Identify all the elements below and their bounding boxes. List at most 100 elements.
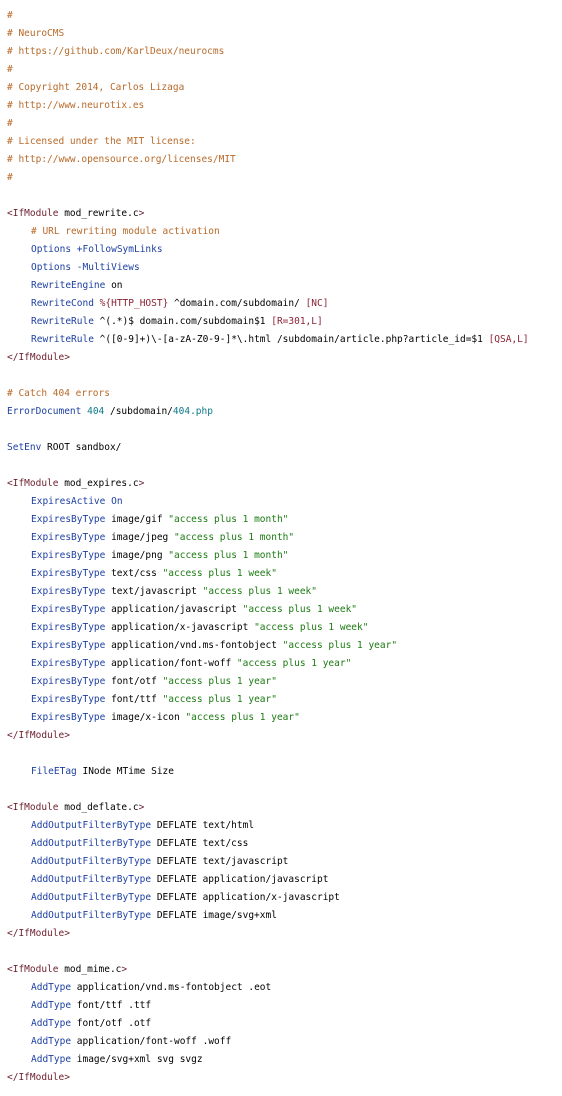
string-literal: "access plus 1 year"	[162, 676, 277, 687]
variable-token: [QSA,L]	[488, 334, 529, 345]
string-literal: "access plus 1 month"	[174, 532, 295, 543]
code-line: AddOutputFilterByType DEFLATE applicatio…	[7, 871, 562, 889]
code-line: <IfModule mod_rewrite.c>	[7, 205, 562, 223]
code-line: ExpiresByType font/otf "access plus 1 ye…	[7, 673, 562, 691]
code-line: </IfModule>	[7, 349, 562, 367]
directive-keyword: FileETag	[31, 766, 77, 777]
code-line: AddType image/svg+xml svg svgz	[7, 1051, 562, 1069]
code-text: application/font-woff	[105, 658, 237, 669]
directive-keyword: ExpiresByType	[31, 676, 106, 687]
code-line: # Copyright 2014, Carlos Lizaga	[7, 79, 562, 97]
code-line: # https://github.com/KarlDeux/neurocms	[7, 43, 562, 61]
code-line: <IfModule mod_mime.c>	[7, 961, 562, 979]
code-text: application/javascript	[105, 604, 243, 615]
code-text: DEFLATE text/javascript	[151, 856, 289, 867]
code-line	[7, 421, 562, 439]
code-line: ExpiresByType image/jpeg "access plus 1 …	[7, 529, 562, 547]
module-tag: >	[121, 964, 128, 975]
string-literal: "access plus 1 week"	[162, 568, 277, 579]
code-line: #	[7, 61, 562, 79]
code-line: RewriteCond %{HTTP_HOST} ^domain.com/sub…	[7, 295, 562, 313]
module-tag: >	[138, 208, 145, 219]
directive-keyword: ExpiresActive	[31, 496, 106, 507]
code-text: INode MTime Size	[76, 766, 174, 777]
code-text: text/javascript	[105, 586, 203, 597]
directive-keyword: AddOutputFilterByType	[31, 910, 152, 921]
string-literal: "access plus 1 month"	[168, 550, 289, 561]
code-line: </IfModule>	[7, 1069, 562, 1087]
code-line: ExpiresByType image/png "access plus 1 m…	[7, 547, 562, 565]
directive-keyword: ExpiresByType	[31, 658, 106, 669]
string-literal: "access plus 1 year"	[282, 640, 398, 651]
code-comment: # Copyright 2014, Carlos Lizaga	[7, 82, 185, 93]
string-literal: "access plus 1 week"	[202, 586, 317, 597]
directive-keyword: ExpiresByType	[31, 640, 106, 651]
directive-keyword: On	[111, 496, 123, 507]
code-line: </IfModule>	[7, 727, 562, 745]
code-text: image/jpeg	[105, 532, 174, 543]
directive-keyword: ExpiresByType	[31, 532, 106, 543]
code-comment: # URL rewriting module activation	[31, 226, 220, 237]
directive-keyword: AddOutputFilterByType	[31, 820, 152, 831]
module-tag: >	[138, 802, 145, 813]
code-line: #	[7, 7, 562, 25]
code-line: AddType font/ttf .ttf	[7, 997, 562, 1015]
code-text: image/svg+xml svg svgz	[71, 1054, 203, 1065]
numeric-literal: 404	[87, 406, 105, 417]
module-tag: </IfModule>	[7, 730, 70, 741]
code-comment: #	[7, 172, 13, 183]
variable-token: [R=301,L]	[271, 316, 323, 327]
code-line: AddOutputFilterByType DEFLATE text/html	[7, 817, 562, 835]
option-flag: -MultiViews	[76, 262, 140, 273]
code-line: ExpiresByType application/vnd.ms-fontobj…	[7, 637, 562, 655]
directive-keyword: RewriteCond	[31, 298, 94, 309]
directive-keyword: AddOutputFilterByType	[31, 856, 152, 867]
directive-keyword: ExpiresByType	[31, 694, 106, 705]
module-tag: >	[138, 478, 145, 489]
code-line: #	[7, 169, 562, 187]
code-text: DEFLATE image/svg+xml	[151, 910, 277, 921]
code-text: font/ttf .ttf	[71, 1000, 152, 1011]
code-line: RewriteRule ^(.*)$ domain.com/subdomain$…	[7, 313, 562, 331]
code-comment: #	[7, 64, 13, 75]
string-literal: "access plus 1 year"	[236, 658, 352, 669]
directive-keyword: AddOutputFilterByType	[31, 838, 152, 849]
code-line: # URL rewriting module activation	[7, 223, 562, 241]
code-text: ^(.*)$ domain.com/subdomain$1	[93, 316, 272, 327]
code-line: # http://www.neurotix.es	[7, 97, 562, 115]
module-tag: <IfModule	[7, 964, 59, 975]
code-text: on	[105, 280, 123, 291]
code-text: text/css	[105, 568, 163, 579]
code-text: ^([0-9]+)\-[a-zA-Z0-9-]*\.html /subdomai…	[93, 334, 489, 345]
code-line: # Catch 404 errors	[7, 385, 562, 403]
code-line: ExpiresActive On	[7, 493, 562, 511]
code-text: DEFLATE text/css	[151, 838, 249, 849]
code-text: font/otf	[105, 676, 163, 687]
code-line: Options +FollowSymLinks	[7, 241, 562, 259]
string-literal: "access plus 1 week"	[242, 604, 358, 615]
directive-keyword: AddType	[31, 1036, 72, 1047]
code-comment: # http://www.opensource.org/licenses/MIT	[7, 154, 236, 165]
directive-keyword: AddType	[31, 1054, 72, 1065]
directive-keyword: ExpiresByType	[31, 568, 106, 579]
code-line: FileETag INode MTime Size	[7, 763, 562, 781]
code-line: # http://www.opensource.org/licenses/MIT	[7, 151, 562, 169]
directive-keyword: AddType	[31, 1000, 72, 1011]
code-text: image/gif	[105, 514, 169, 525]
directive-keyword: ExpiresByType	[31, 550, 106, 561]
code-text: image/png	[105, 550, 169, 561]
code-line: # NeuroCMS	[7, 25, 562, 43]
code-text: application/vnd.ms-fontobject	[105, 640, 283, 651]
code-text: DEFLATE application/javascript	[151, 874, 329, 885]
code-line: AddOutputFilterByType DEFLATE image/svg+…	[7, 907, 562, 925]
code-line	[7, 457, 562, 475]
code-line: ExpiresByType image/x-icon "access plus …	[7, 709, 562, 727]
code-comment: # Catch 404 errors	[7, 388, 110, 399]
directive-keyword: AddType	[31, 982, 72, 993]
code-text: DEFLATE application/x-javascript	[151, 892, 340, 903]
code-line: ExpiresByType application/x-javascript "…	[7, 619, 562, 637]
code-line: SetEnv ROOT sandbox/	[7, 439, 562, 457]
code-text: application/x-javascript	[105, 622, 255, 633]
directive-keyword: ExpiresByType	[31, 622, 106, 633]
